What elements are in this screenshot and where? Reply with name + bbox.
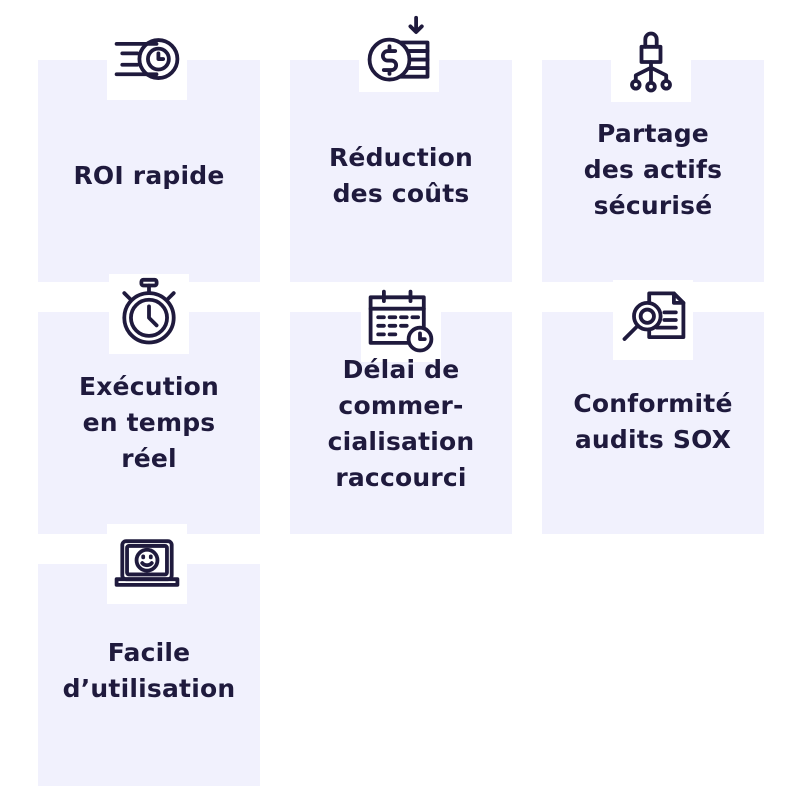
calendar-clock-icon	[361, 282, 441, 362]
speed-clock-icon	[107, 20, 187, 100]
feature-label-cost: Réduction des coûts	[328, 143, 473, 208]
feature-label-secure-sharing: Partage des actifs sécurisé	[583, 119, 723, 220]
feature-card-cost	[290, 60, 512, 282]
feature-label-time-to-market: Délai de commer- cialisation raccourci	[327, 355, 475, 492]
feature-label-ease-of-use: Facile d’utilisation	[62, 638, 236, 703]
secure-lock-network-icon	[611, 22, 691, 102]
feature-label-roi: ROI rapide	[73, 161, 225, 190]
stopwatch-icon	[109, 274, 189, 354]
feature-label-realtime: Exécution en temps réel	[78, 372, 220, 473]
dollar-coin-stack-icon	[359, 12, 439, 92]
feature-label-sox-compliance: Conformité audits SOX	[573, 389, 733, 454]
document-search-icon	[613, 280, 693, 360]
laptop-smiley-icon	[107, 524, 187, 604]
